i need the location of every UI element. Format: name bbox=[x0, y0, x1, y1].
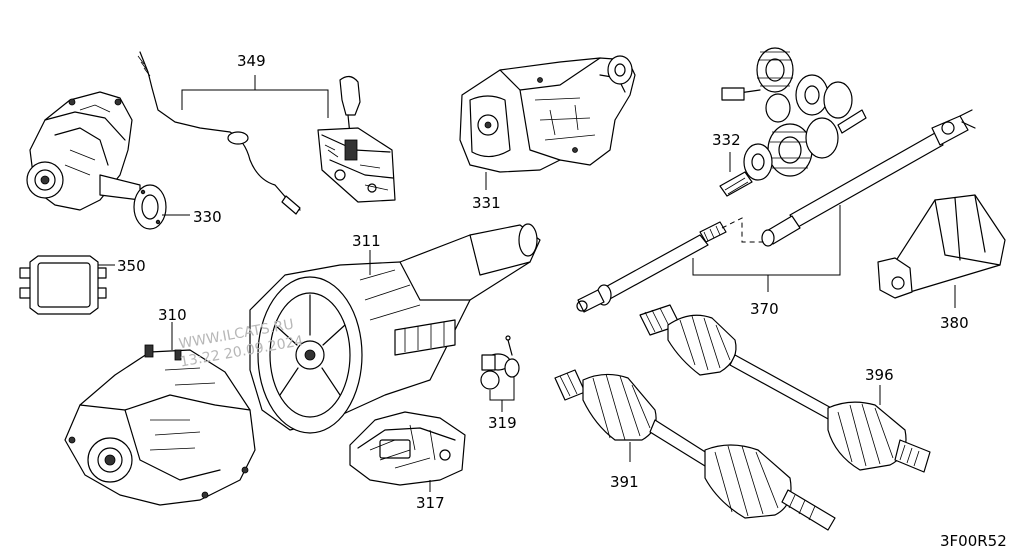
sensor-part[interactable] bbox=[480, 335, 520, 390]
drive-shaft-lower-part[interactable] bbox=[554, 369, 836, 531]
gear-set-part[interactable] bbox=[719, 47, 867, 197]
transmission-part[interactable] bbox=[249, 223, 541, 434]
callout-391: 391 bbox=[610, 473, 639, 491]
drive-shaft-upper-part[interactable] bbox=[639, 304, 931, 473]
callout-370: 370 bbox=[750, 300, 779, 318]
manual-transmission-part[interactable] bbox=[64, 344, 256, 506]
shift-control-part[interactable] bbox=[137, 51, 396, 215]
leader-319 bbox=[489, 377, 515, 412]
callout-380: 380 bbox=[940, 314, 969, 332]
callout-319: 319 bbox=[488, 414, 517, 432]
leader-370 bbox=[692, 205, 841, 292]
callout-330: 330 bbox=[193, 208, 222, 226]
control-unit-part[interactable] bbox=[19, 255, 107, 315]
diagram-code: 3F00R52 bbox=[940, 532, 1007, 550]
valve-body-part[interactable] bbox=[349, 411, 466, 486]
leader-349 bbox=[181, 75, 329, 118]
callout-332: 332 bbox=[712, 131, 741, 149]
callout-310: 310 bbox=[158, 306, 187, 324]
callout-311: 311 bbox=[352, 232, 381, 250]
callout-331: 331 bbox=[472, 194, 501, 212]
transfer-case-part[interactable] bbox=[26, 91, 167, 230]
callout-317: 317 bbox=[416, 494, 445, 512]
bell-housing-part[interactable] bbox=[877, 194, 1006, 299]
propeller-shaft-part[interactable] bbox=[576, 109, 976, 313]
callout-349: 349 bbox=[237, 52, 266, 70]
callout-396: 396 bbox=[865, 366, 894, 384]
transfer-assembly-part[interactable] bbox=[459, 55, 636, 173]
callout-350: 350 bbox=[117, 257, 146, 275]
shaft-joint-dashed bbox=[721, 217, 765, 243]
